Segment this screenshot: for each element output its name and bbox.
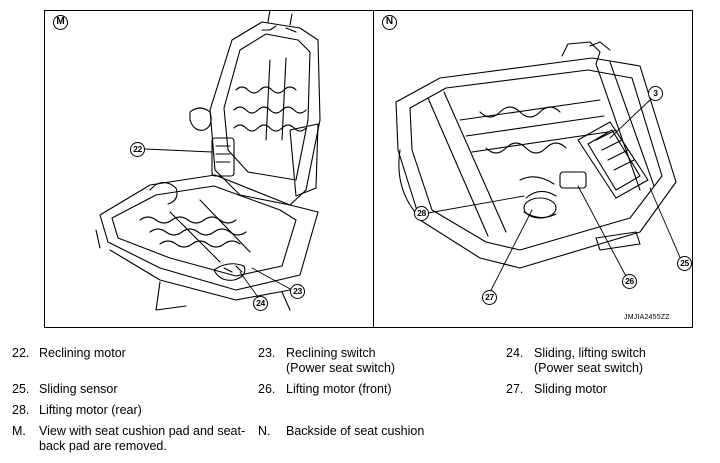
callout-24: 24 [253, 296, 268, 311]
legend-text: (Power seat switch) [534, 361, 644, 375]
legend-text: Backside of seat cushion [286, 424, 425, 438]
legend-number: 25. [12, 382, 30, 396]
legend-text: Sliding sensor [39, 382, 118, 396]
legend-number: 28. [12, 403, 30, 417]
legend-text: Sliding, lifting switch [534, 346, 646, 360]
panel-m-label: M [53, 15, 68, 30]
legend-number: N. [258, 424, 271, 438]
legend-number: 23. [258, 346, 276, 360]
legend-text: Reclining motor [39, 346, 126, 360]
callout-25: 25 [677, 256, 692, 271]
callout-23: 23 [290, 284, 305, 299]
legend-number: 22. [12, 346, 30, 360]
legend-text: Lifting motor (front) [286, 382, 392, 396]
legend-text: back pad are removed. [39, 439, 167, 453]
callout-27: 27 [482, 290, 497, 305]
legend-number: 26. [258, 382, 276, 396]
cushion-backside-drawing [395, 41, 677, 269]
image-code: JMJIA2455ZZ [624, 314, 670, 321]
legend-text: Sliding motor [534, 382, 607, 396]
callout-28: 28 [414, 206, 429, 221]
seat-frame-drawing [95, 9, 321, 311]
legend-number: M. [12, 424, 26, 438]
legend-text: Lifting motor (rear) [39, 403, 142, 417]
legend-number: 24. [506, 346, 524, 360]
figure-frame [44, 10, 693, 328]
legend-text: (Power seat switch) [286, 361, 396, 375]
callout-3: 3 [648, 86, 663, 101]
leader-lines [144, 99, 683, 301]
callout-26: 26 [622, 274, 637, 289]
panel-n-label: N [382, 15, 397, 30]
panel-divider [373, 10, 374, 328]
legend-number: 27. [506, 382, 524, 396]
callout-22: 22 [130, 142, 145, 157]
legend-text: Reclining switch [286, 346, 376, 360]
legend-text: View with seat cushion pad and seat- [39, 424, 246, 438]
